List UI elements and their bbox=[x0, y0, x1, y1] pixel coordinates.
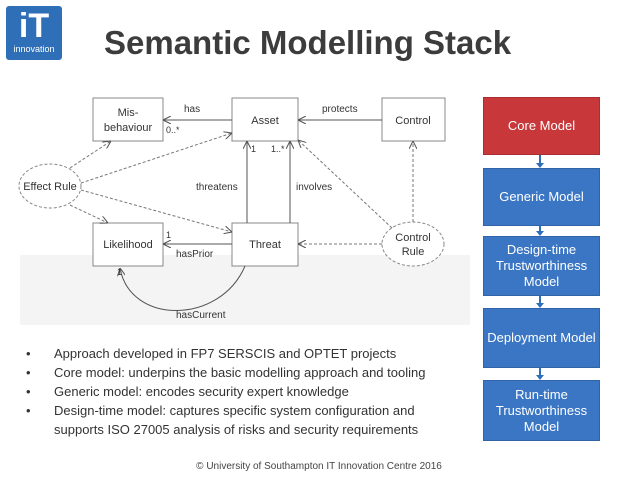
semantic-model-diagram: Mis- behaviour Asset Control Effect Rule… bbox=[18, 97, 470, 325]
label-asset-multiplicity-1: 1 bbox=[251, 144, 256, 154]
edge-controlrule-asset bbox=[298, 140, 393, 229]
label-hasprior: hasPrior bbox=[176, 249, 214, 260]
stack-connector bbox=[539, 155, 541, 165]
edge-effectrule-threat bbox=[80, 189, 232, 232]
label-hasprior-multiplicity: 1 bbox=[166, 230, 171, 240]
footer-copyright: © University of Southampton IT Innovatio… bbox=[196, 461, 442, 472]
effect-rule-label: Effect Rule bbox=[23, 181, 77, 193]
label-threatens: threatens bbox=[196, 182, 238, 193]
bullet-item: Generic model: encodes security expert k… bbox=[26, 382, 466, 401]
edge-effectrule-likelihood bbox=[69, 204, 108, 223]
control-rule-node bbox=[381, 221, 445, 267]
stack-connector-head bbox=[536, 163, 544, 168]
effect-rule-node bbox=[18, 163, 82, 209]
label-has: has bbox=[184, 104, 200, 115]
threat-label: Threat bbox=[249, 239, 281, 251]
misbehaviour-node bbox=[92, 97, 164, 142]
generic-model-box: Generic Model bbox=[483, 168, 600, 226]
bullet-list: Approach developed in FP7 SERSCIS and OP… bbox=[26, 344, 466, 439]
misbehaviour-label-2: behaviour bbox=[104, 122, 153, 134]
control-rule-label-1: Control bbox=[395, 232, 430, 244]
stack-connector bbox=[539, 368, 541, 377]
stack-connector-head bbox=[536, 231, 544, 236]
generic-model-label: Generic Model bbox=[499, 189, 584, 204]
asset-node bbox=[231, 97, 299, 142]
label-has-multiplicity: 0..* bbox=[166, 125, 180, 135]
bullet-item: Design-time model: captures specific sys… bbox=[26, 401, 466, 439]
deployment-model-box: Deployment Model bbox=[483, 308, 600, 368]
stack-connector-head bbox=[536, 303, 544, 308]
label-involves: involves bbox=[296, 182, 332, 193]
likelihood-node bbox=[92, 222, 164, 267]
logo-mark: iT bbox=[18, 7, 50, 45]
page-title: Semantic Modelling Stack bbox=[104, 24, 512, 61]
stack-connector-head bbox=[536, 375, 544, 380]
bullet-item: Core model: underpins the basic modellin… bbox=[26, 363, 466, 382]
design-time-model-label: Design-time Trustworthiness Model bbox=[495, 242, 588, 289]
label-protects: protects bbox=[322, 104, 358, 115]
likelihood-label: Likelihood bbox=[103, 239, 153, 251]
label-hascurrent: hasCurrent bbox=[176, 310, 226, 321]
asset-label: Asset bbox=[251, 115, 279, 127]
stack-connector bbox=[539, 296, 541, 305]
label-hascurrent-multiplicity: 1 bbox=[117, 267, 122, 277]
logo-text: innovation bbox=[13, 44, 55, 54]
core-model-box: Core Model bbox=[483, 97, 600, 155]
control-rule-label-2: Rule bbox=[402, 246, 425, 258]
misbehaviour-label-1: Mis- bbox=[118, 107, 139, 119]
it-innovation-logo: iT innovation bbox=[6, 6, 62, 60]
control-label: Control bbox=[395, 115, 430, 127]
design-time-model-box: Design-time Trustworthiness Model bbox=[483, 236, 600, 296]
edge-hascurrent bbox=[120, 265, 246, 311]
deployment-model-label: Deployment Model bbox=[487, 330, 596, 345]
control-node bbox=[381, 97, 446, 142]
bullet-item: Approach developed in FP7 SERSCIS and OP… bbox=[26, 344, 466, 363]
core-model-label: Core Model bbox=[507, 118, 576, 133]
label-asset-multiplicity-2: 1..* bbox=[271, 144, 285, 154]
edge-effectrule-misbehaviour bbox=[69, 141, 111, 169]
run-time-model-box: Run-time Trustworthiness Model bbox=[483, 380, 600, 441]
stack-connector bbox=[539, 226, 541, 233]
edge-effectrule-asset bbox=[80, 133, 232, 184]
run-time-model-label: Run-time Trustworthiness Model bbox=[495, 386, 588, 434]
